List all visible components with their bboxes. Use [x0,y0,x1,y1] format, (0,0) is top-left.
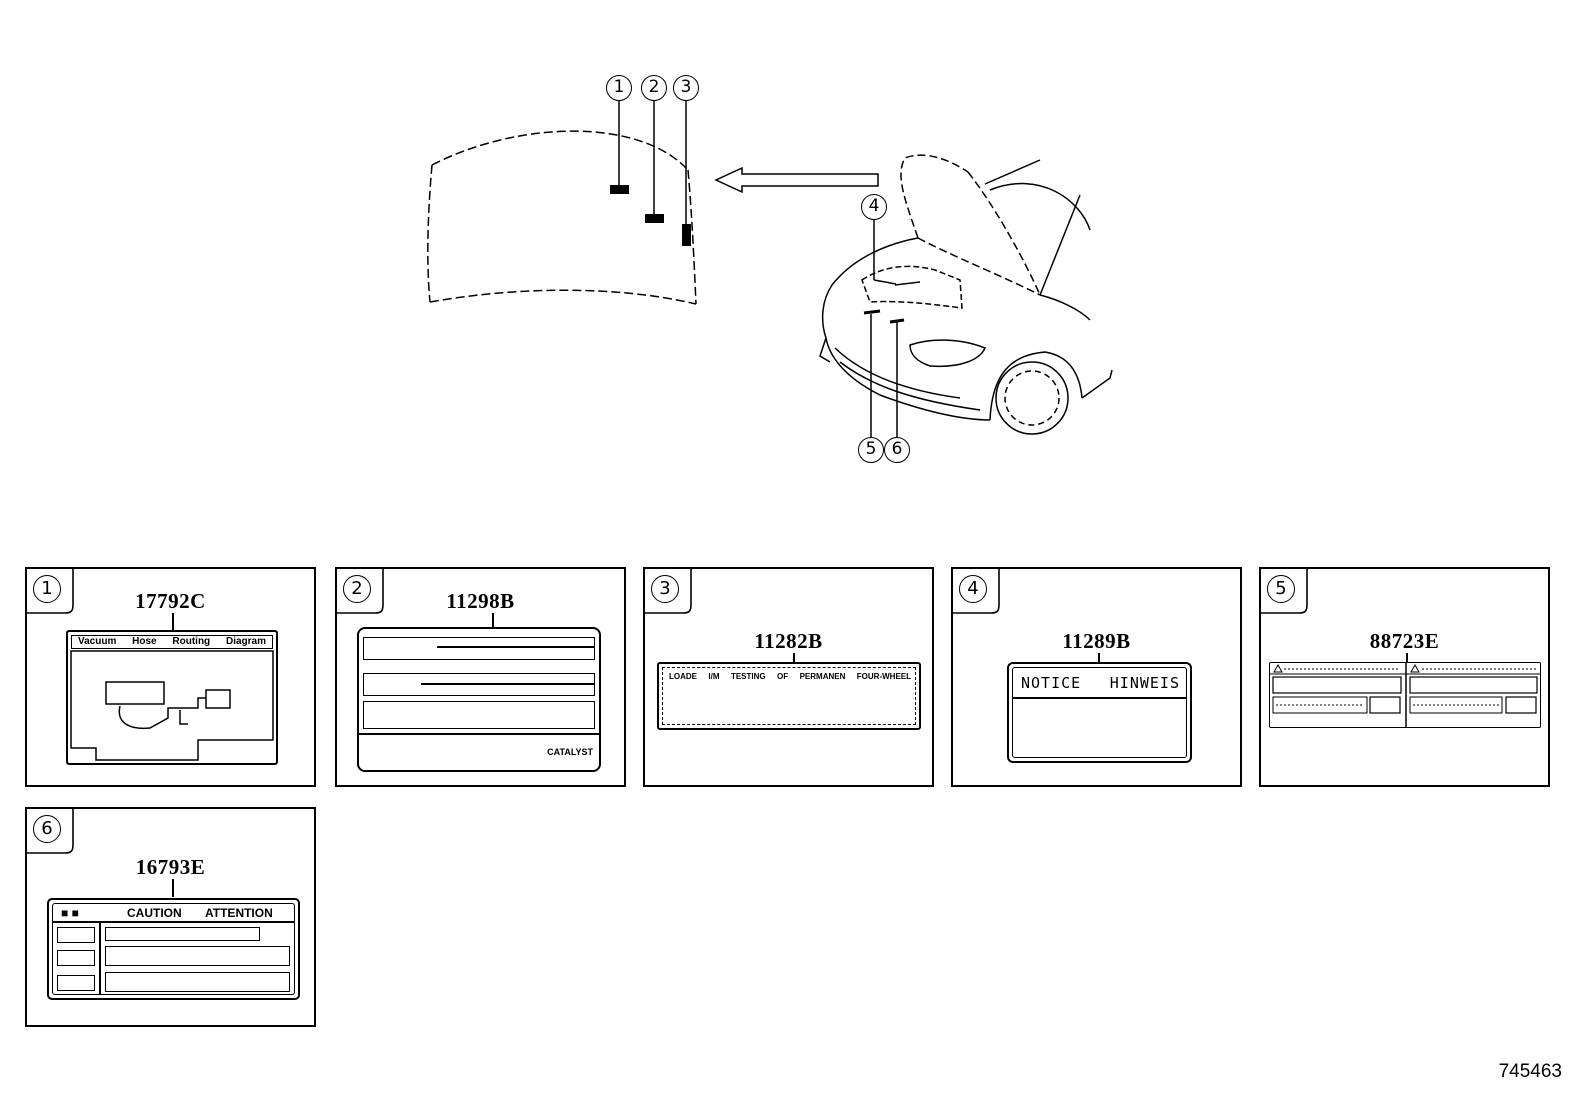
direction-arrow [714,166,879,194]
panel-index: 6 [33,815,61,843]
overview-illustration: 1 2 3 4 5 6 [0,0,1592,520]
callout-4: 4 [861,194,887,220]
hood-label-marker-3 [682,224,691,246]
warning-glyph: ■ ■ [61,906,79,920]
vehicle-front [819,154,1113,435]
caution-word: CAUTION [127,906,182,920]
catalyst-label: CATALYST [357,627,601,772]
label-word: LOADE [669,672,697,681]
callout-6: 6 [884,437,910,463]
panel-index: 1 [33,575,61,603]
hose-diagram [70,650,274,761]
reference-number: 745463 [1498,1061,1562,1082]
part-number: 17792C [135,589,206,613]
hood-outline [427,130,697,305]
hood-label-marker-2 [645,214,664,223]
label-word: Routing [172,636,211,647]
panel-index: 2 [343,575,371,603]
label-word: I/M [708,672,720,681]
callout-5: 5 [858,437,884,463]
label-panel-3: 3 11282B LOADE I/M TESTING OF PERMANEN F… [643,567,934,787]
callout-3: 3 [673,75,699,101]
panel-index: 4 [959,575,987,603]
label-word: Hose [132,636,157,647]
label-panel-2: 2 11298B CATALYST [335,567,626,787]
part-number: 88723E [1369,629,1440,653]
label-word: TESTING [730,672,766,681]
hinweis-word: HINWEIS [1109,674,1180,692]
label-word: OF [777,672,789,681]
panel-tab: 6 [25,807,75,854]
part-number: 11282B [754,629,823,653]
refrigerant-label [1269,662,1541,728]
attention-word: ATTENTION [205,906,273,920]
part-number: 16793E [135,855,206,879]
part-number: 11289B [1062,629,1131,653]
emission-testing-label: LOADE I/M TESTING OF PERMANEN FOUR-WHEEL [657,662,921,730]
panel-tab: 4 [951,567,1001,614]
panel-index: 5 [1267,575,1295,603]
catalyst-text: CATALYST [547,747,593,757]
callout-1: 1 [606,75,632,101]
label-panel-5: 5 88723E [1259,567,1550,787]
label-panel-6: 6 16793E ■ ■ CAUTION ATTENTION [25,807,316,1027]
hood-label-marker-1 [610,185,629,194]
label-panel-4: 4 11289B NOTICE HINWEIS [951,567,1242,787]
hood-and-vehicle-drawing [427,101,1113,437]
label-word: FOUR-WHEEL [856,672,911,681]
caution-label: ■ ■ CAUTION ATTENTION [47,898,300,1000]
label-panel-1: 1 17792C Vacuum Hose Routing Diagram [25,567,316,787]
notice-word: NOTICE [1021,674,1082,692]
panel-tab: 2 [335,567,385,614]
refrigerant-label-art [1270,663,1540,727]
panel-index: 3 [651,575,679,603]
vacuum-hose-routing-label: Vacuum Hose Routing Diagram [66,630,278,765]
label-word: PERMANEN [799,672,846,681]
panel-tab: 1 [25,567,75,614]
panel-tab: 5 [1259,567,1309,614]
part-number: 11298B [446,589,515,613]
panel-tab: 3 [643,567,693,614]
callout-2: 2 [641,75,667,101]
label-word: Diagram [225,636,266,647]
label-word: Vacuum [78,636,117,647]
notice-label: NOTICE HINWEIS [1007,662,1192,763]
